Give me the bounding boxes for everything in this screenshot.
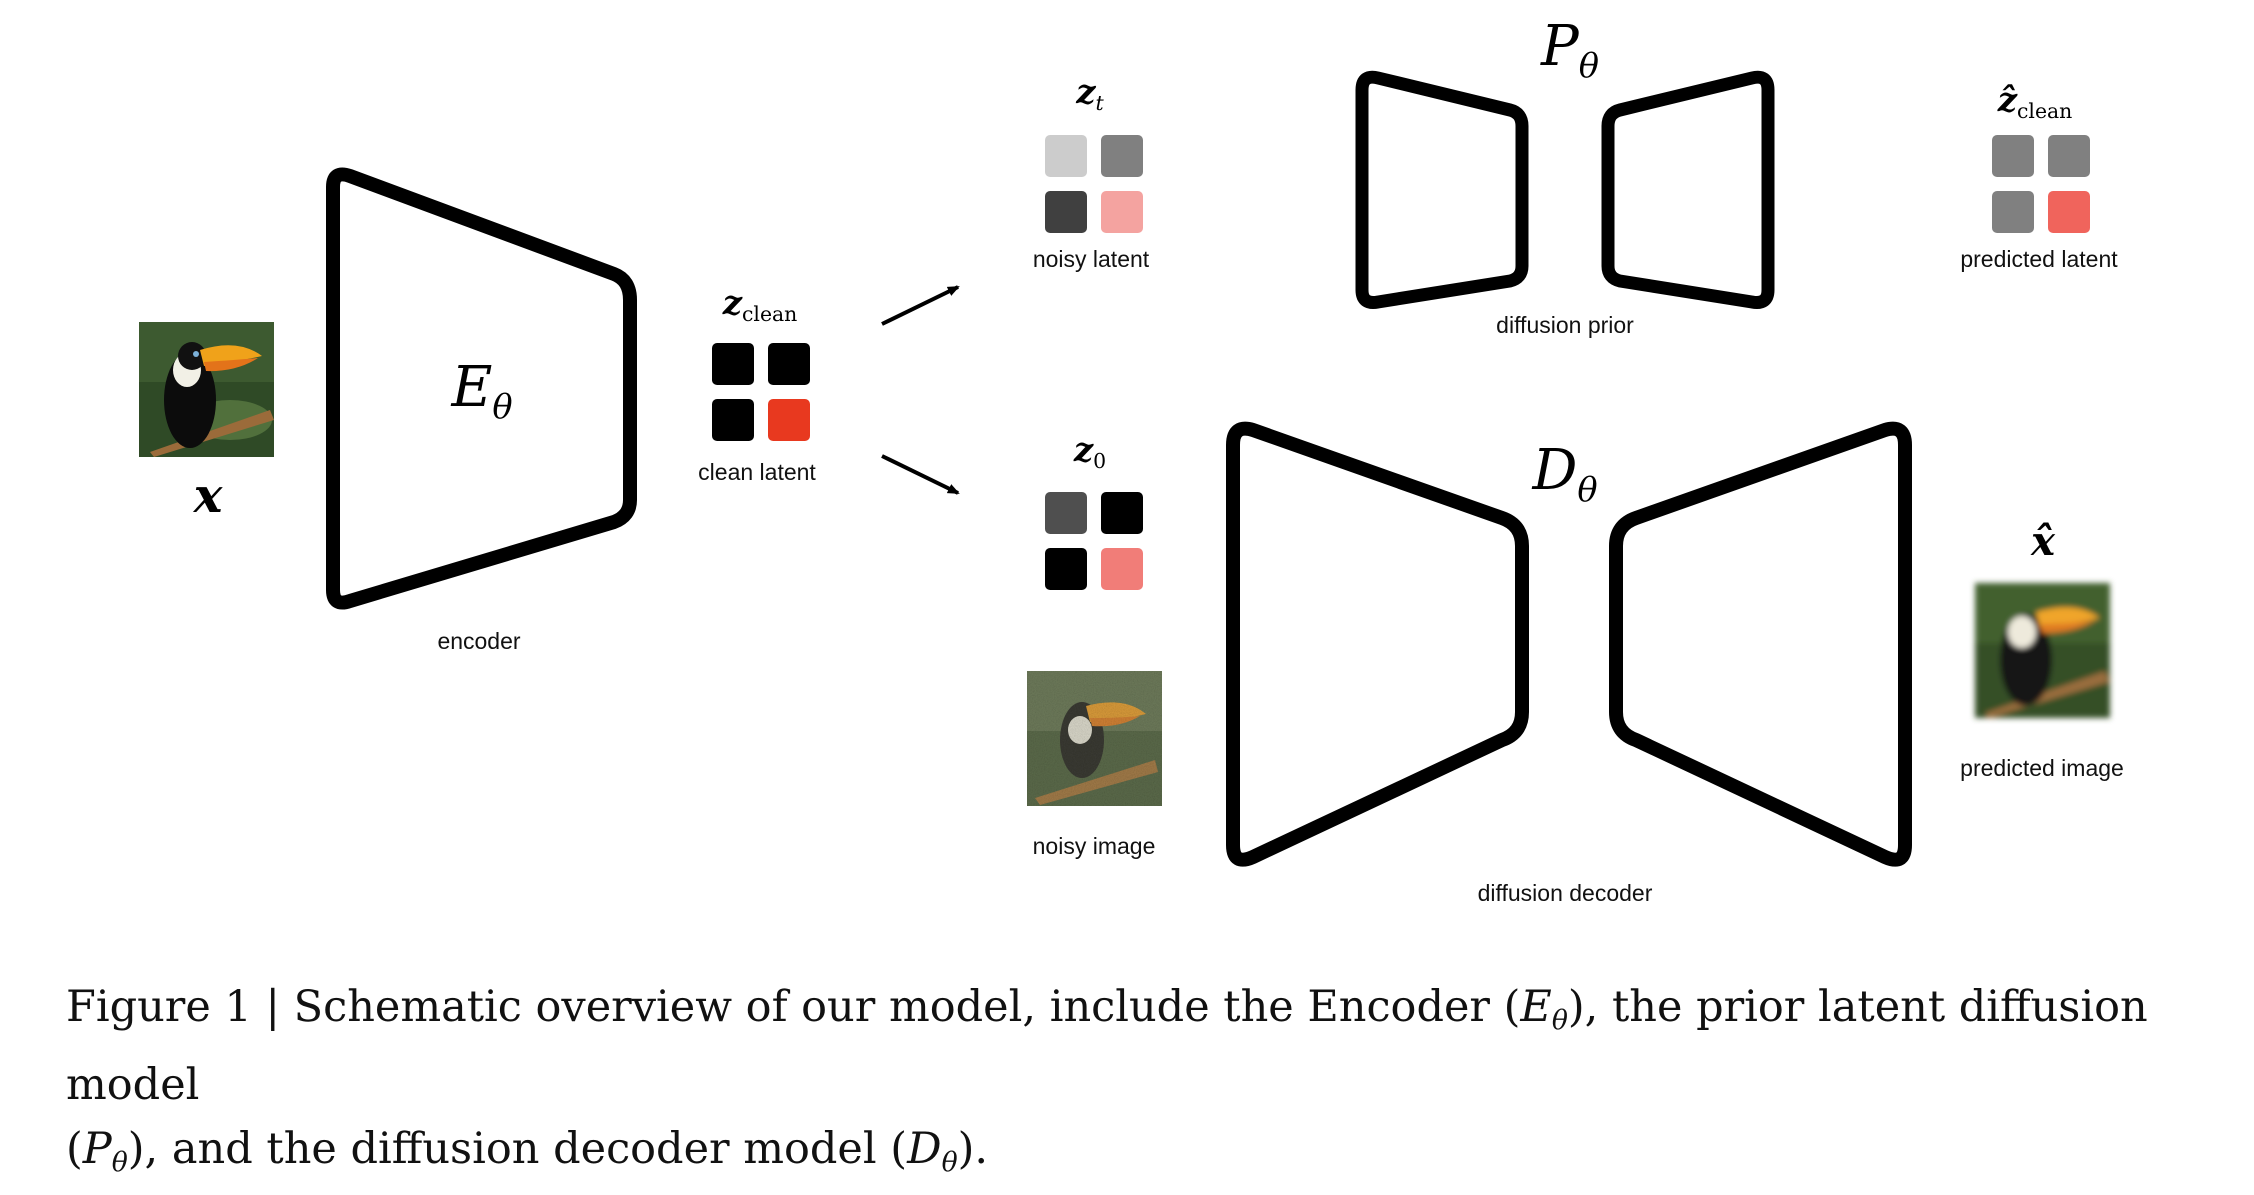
latent-cell	[712, 399, 754, 441]
decoder-latent-grid	[1045, 492, 1143, 590]
z-t-symbol: zt	[1076, 72, 1104, 116]
latent-cell	[1992, 135, 2034, 177]
latent-cell	[2048, 135, 2090, 177]
latent-cell	[1101, 191, 1143, 233]
encoder-label: encoder	[437, 628, 521, 654]
clean-latent-label: clean latent	[698, 459, 816, 485]
diagram-canvas	[139, 70, 2110, 867]
latent-cell	[712, 343, 754, 385]
encoder-symbol: Eθ	[451, 355, 513, 426]
decoder-right-block	[1609, 421, 1912, 867]
latent-cell	[1045, 548, 1087, 590]
clean-latent-grid	[712, 343, 810, 441]
z-clean-symbol: zclean	[722, 283, 798, 327]
latent-cell	[1992, 191, 2034, 233]
input-image-toucan	[139, 322, 274, 457]
diffusion-decoder-label: diffusion decoder	[1477, 880, 1653, 906]
predicted-image-label: predicted image	[1960, 755, 2124, 781]
diffusion-prior-label: diffusion prior	[1496, 312, 1634, 338]
predicted-latent-label: predicted latent	[1960, 246, 2118, 272]
z-0-symbol: z0	[1073, 430, 1107, 474]
latent-cell	[768, 343, 810, 385]
latent-cell	[1045, 135, 1087, 177]
decoder-symbol: Dθ	[1532, 438, 1598, 509]
encoder-block	[326, 167, 637, 610]
latent-cell	[1101, 135, 1143, 177]
latent-cell	[1045, 492, 1087, 534]
latent-cell	[1101, 492, 1143, 534]
arrow-to-decoder-input	[881, 454, 960, 495]
noisy-image-label: noisy image	[1032, 833, 1156, 859]
x-hat-symbol: x̂	[2031, 518, 2055, 565]
decoder-left-block	[1226, 421, 1529, 867]
prior-right-block	[1601, 70, 1775, 309]
prior-symbol: Pθ	[1541, 14, 1599, 85]
predicted-latent-grid	[1992, 135, 2090, 233]
input-symbol-x: x	[193, 468, 223, 524]
latent-cell	[1045, 191, 1087, 233]
latent-cell	[2048, 191, 2090, 233]
arrow-to-noisy-latent	[881, 285, 960, 326]
latent-cell	[768, 399, 810, 441]
noisy-latent-label: noisy latent	[1032, 246, 1150, 272]
latent-cell	[1101, 548, 1143, 590]
prior-left-block	[1355, 70, 1529, 309]
predicted-image-toucan	[1975, 583, 2110, 718]
z-hat-clean-symbol: ẑclean	[1997, 80, 2073, 124]
noisy-latent-grid	[1045, 135, 1143, 233]
model-schematic-figure: x Eθ zclean zt Pθ ẑclean z0 Dθ x̂ encode…	[66, 14, 2148, 1178]
noisy-image-toucan	[1027, 671, 1162, 806]
figure-caption: Figure 1 | Schematic overview of our mod…	[66, 982, 2148, 1178]
